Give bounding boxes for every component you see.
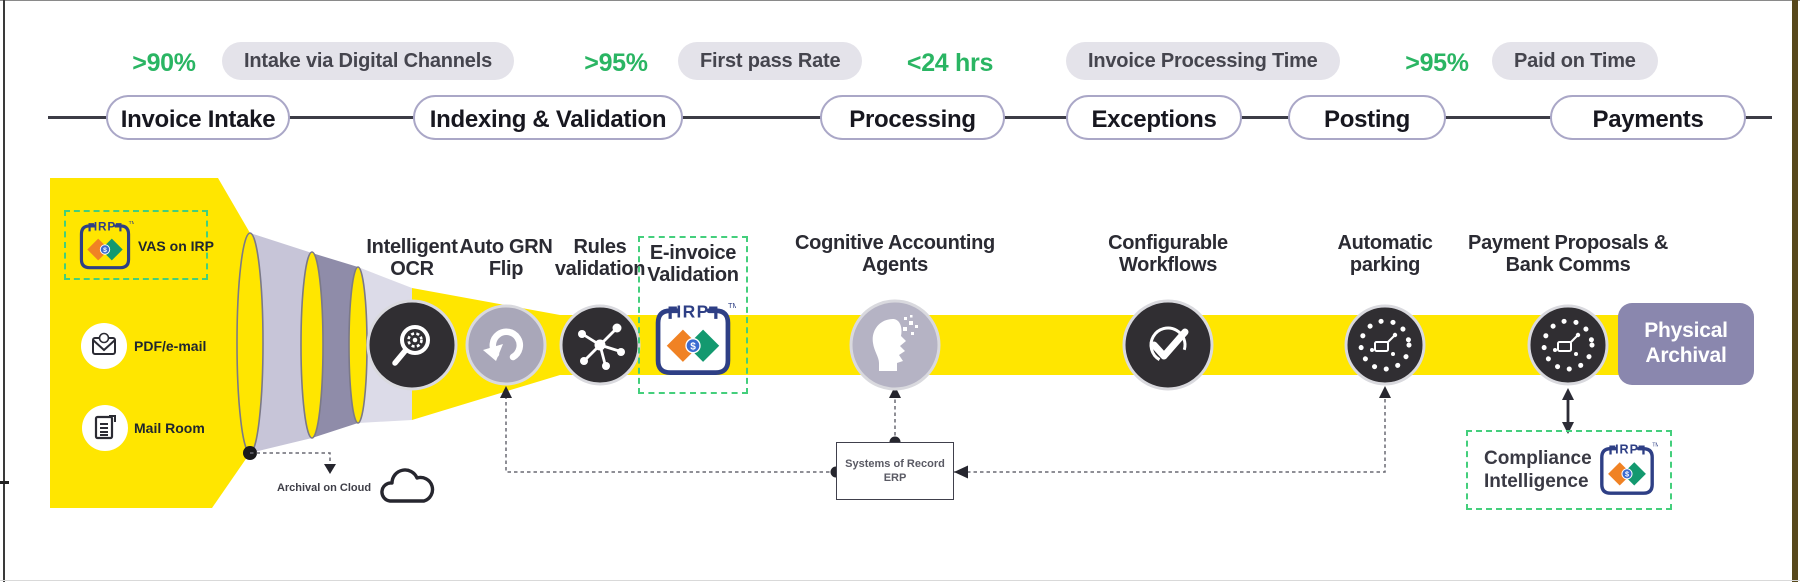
systems-of-record-box: Systems of Record ERP (836, 442, 954, 500)
label-e-invoice-validation: E-invoice Validation (647, 242, 739, 287)
stage-posting: Posting (1288, 95, 1446, 140)
irp-logo: IRP TM $ (79, 220, 134, 270)
undo-arrow-icon (483, 328, 524, 361)
label-payment-proposals: Payment Proposals & Bank Comms (1468, 232, 1668, 277)
svg-text:TM: TM (129, 220, 134, 226)
physical-archival-label: Physical Archival (1644, 319, 1728, 367)
label-rules-validation: Rules validation (554, 236, 646, 281)
compliance-intelligence-label: Compliance Intelligence (1484, 448, 1592, 492)
node-cognitive-agents (849, 299, 941, 391)
funnel-band-2 (312, 253, 358, 438)
source-label-vas-on-irp: VAS on IRP (138, 238, 214, 254)
network-nodes-icon (578, 323, 625, 370)
kpi-value-processing-time: <24 hrs (906, 49, 994, 77)
node-intelligent-ocr (366, 299, 458, 391)
svg-text:$: $ (690, 341, 696, 352)
ocr-magnifier-icon (392, 325, 430, 366)
envelope-icon (92, 332, 116, 355)
stage-processing: Processing (820, 95, 1005, 140)
node-rules-validation (559, 304, 641, 386)
source-label-pdf-email: PDF/e-mail (134, 338, 207, 354)
brain-agent-icon (872, 315, 918, 371)
compliance-intelligence-box (1466, 430, 1672, 510)
source-label-mail-room: Mail Room (134, 420, 205, 436)
label-cognitive-agents: Cognitive Accounting Agents (795, 232, 995, 277)
svg-text:$: $ (103, 247, 107, 254)
compliance-irp-logo-slot: IRP TM $ (1596, 438, 1658, 500)
source-mail-room (82, 405, 128, 451)
stage-invoice-intake: Invoice Intake (106, 95, 290, 140)
node-automatic-parking (1344, 304, 1426, 386)
stage-exceptions: Exceptions (1066, 95, 1242, 140)
funnel-band-1 (250, 233, 312, 453)
e-invoice-irp-logo-slot: IRP TM $ (650, 296, 736, 382)
funnel-ring-1 (236, 232, 264, 454)
archival-cloud-note: Archival on Cloud (276, 482, 372, 494)
kpi-value-digital-intake: >90% (132, 49, 196, 77)
irp-logo: IRP TM $ (655, 301, 736, 375)
label-automatic-parking: Automatic parking (1337, 232, 1433, 277)
svg-text:IRP: IRP (676, 302, 709, 322)
compliance-link-arrow (1562, 388, 1574, 434)
erp-line2: ERP (883, 472, 907, 484)
kpi-label-first-pass: First pass Rate (678, 42, 863, 80)
vas-on-irp-box (64, 210, 208, 280)
document-icon (94, 415, 116, 440)
frame-top-edge (0, 0, 1800, 1)
frame-left-edge (3, 0, 5, 582)
frame-right-edge (1792, 0, 1798, 582)
kpi-value-first-pass: >95% (584, 49, 648, 77)
svg-text:TM: TM (1652, 443, 1658, 449)
vas-irp-logo-slot: IRP TM $ (76, 216, 134, 274)
node-configurable-workflows (1122, 299, 1214, 391)
kpi-label-paid-on-time: Paid on Time (1492, 42, 1658, 80)
stage-payments: Payments (1550, 95, 1746, 140)
automation-ring-icon (1358, 318, 1412, 372)
erp-line1: Systems of Record (845, 457, 945, 470)
kpi-label-processing-time: Invoice Processing Time (1066, 42, 1340, 80)
label-configurable-workflows: Configurable Workflows (1108, 232, 1228, 277)
frame-tick (0, 481, 9, 484)
automation-ring-icon (1541, 318, 1595, 372)
svg-text:IRP: IRP (1615, 443, 1639, 457)
node-payment-proposals (1527, 304, 1609, 386)
funnel-ring-2 (300, 251, 324, 439)
e-invoice-validation-box (638, 236, 748, 394)
label-intelligent-ocr: Intelligent OCR (366, 236, 458, 281)
svg-text:$: $ (1625, 470, 1629, 479)
cloud-icon (380, 468, 435, 503)
stage-indexing-validation: Indexing & Validation (413, 95, 683, 140)
kpi-value-paid-on-time: >95% (1405, 49, 1469, 77)
funnel-ring-3 (348, 266, 368, 424)
irp-logo: IRP TM $ (1600, 443, 1658, 495)
source-pdf-email (81, 323, 127, 369)
label-auto-grn-flip: Auto GRN Flip (459, 236, 553, 281)
physical-archival-box: Physical Archival (1618, 303, 1754, 385)
kpi-label-digital-intake: Intake via Digital Channels (222, 42, 515, 80)
svg-text:TM: TM (728, 301, 736, 310)
node-auto-grn-flip (465, 304, 547, 386)
frame-bottom-edge (0, 580, 1800, 581)
svg-text:IRP: IRP (94, 221, 116, 234)
erp-connectors (250, 396, 1386, 473)
